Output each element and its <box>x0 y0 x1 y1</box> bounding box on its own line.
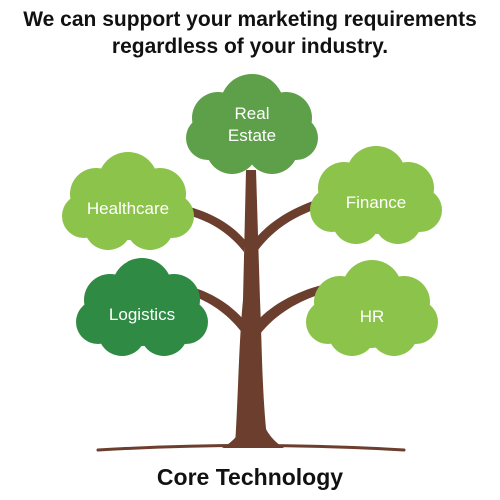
headline-line-2: regardless of your industry. <box>111 35 389 58</box>
node-label-logistics: Logistics <box>109 305 175 324</box>
industry-node-finance: Finance <box>310 146 442 244</box>
industry-node-hr: HR <box>306 260 438 356</box>
node-label-real-estate-line-1: Real <box>235 104 270 123</box>
node-label-finance: Finance <box>346 193 406 212</box>
headline-line-1: We can support your marketing requiremen… <box>23 8 477 31</box>
industry-node-logistics: Logistics <box>76 258 208 356</box>
headline: We can support your marketing requiremen… <box>0 6 500 60</box>
node-label-healthcare: Healthcare <box>87 199 169 218</box>
node-label-real-estate-line-2: Estate <box>228 126 276 145</box>
industry-node-healthcare: Healthcare <box>62 152 194 250</box>
industry-node-real-estate: Real Estate <box>186 74 318 174</box>
node-label-hr: HR <box>360 307 385 326</box>
core-technology-label: Core Technology <box>156 464 344 490</box>
tree-trunk <box>188 170 325 448</box>
